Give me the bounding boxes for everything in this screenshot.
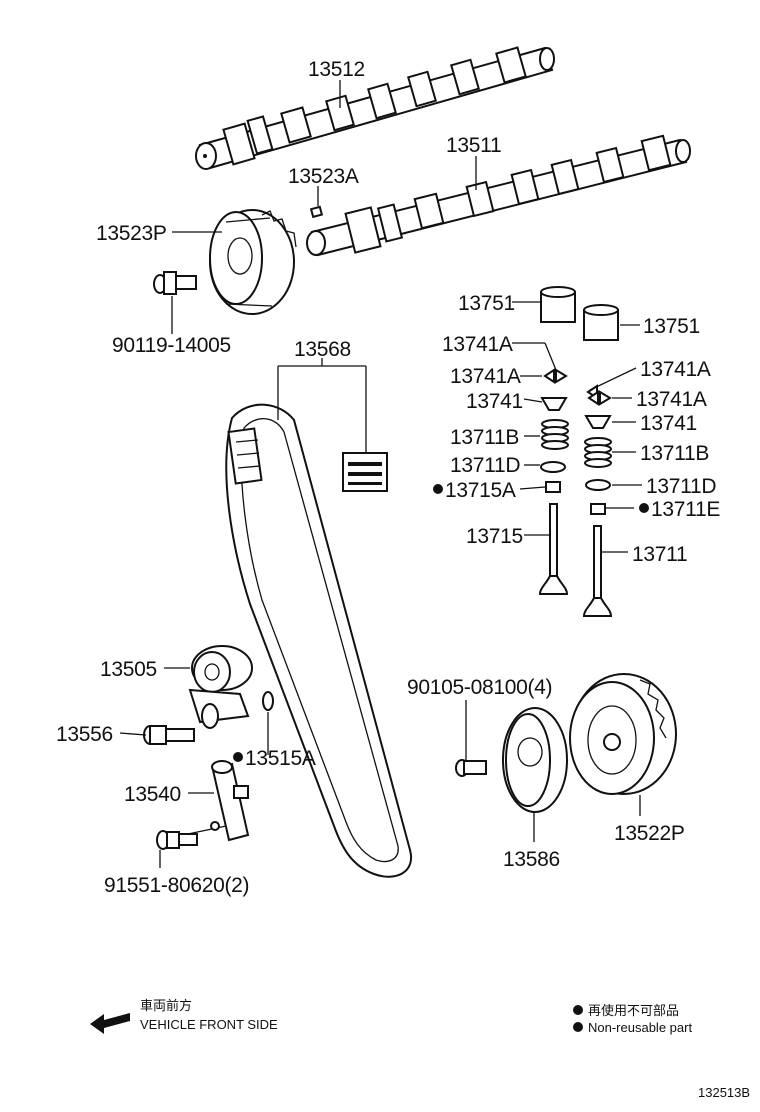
lock-a-left (543, 368, 568, 384)
valve-13711 (582, 525, 613, 617)
lifter-right (583, 304, 619, 341)
seat-right (585, 479, 611, 491)
label-13751-right: 13751 (643, 315, 700, 338)
valve-13715 (538, 503, 569, 595)
knock-pin-13523A (309, 205, 324, 219)
washer-13515A (262, 691, 274, 711)
direction-label-jp: 車両前方 (140, 998, 192, 1013)
bolt-90119-14005 (153, 271, 197, 295)
label-13523A: 13523A (288, 165, 359, 188)
label-13741-left: 13741 (466, 390, 523, 413)
label-13741-right: 13741 (640, 412, 697, 435)
non-reusable-dot-icon (433, 484, 443, 494)
seal-right (590, 503, 606, 515)
belt-tag (342, 452, 388, 492)
nonreusable-label-en: Non-reusable part (588, 1020, 692, 1035)
tensioner-pulley-13505 (188, 645, 253, 729)
seat-left (540, 461, 566, 473)
diagram-id: 132513B (698, 1085, 750, 1100)
label-13512: 13512 (308, 58, 365, 81)
label-13556: 13556 (56, 723, 113, 746)
label-13715: 13715 (466, 525, 523, 548)
label-13715A: 13715A (445, 479, 516, 502)
direction-label-en: VEHICLE FRONT SIDE (140, 1017, 278, 1032)
non-reusable-dot-icon (573, 1005, 583, 1015)
label-13711B-left: 13711B (450, 426, 519, 449)
label-13711: 13711 (632, 543, 687, 566)
spring-left (541, 419, 569, 450)
non-reusable-dot-icon (639, 503, 649, 513)
label-13741A-3: 13741A (640, 358, 711, 381)
nonreusable-label-jp: 再使用不可部品 (588, 1003, 679, 1018)
crank-gear-13522P (569, 673, 677, 795)
leader-lines (119, 80, 642, 868)
label-90105-08100: 90105-08100(4) (407, 676, 552, 699)
label-13522P: 13522P (614, 822, 685, 845)
label-91551-80620: 91551-80620(2) (104, 874, 249, 897)
camshaft-13511 (306, 134, 691, 257)
label-13741A-4: 13741A (636, 388, 707, 411)
non-reusable-legend: 再使用不可部品 Non-reusable part (573, 1003, 692, 1035)
label-13515A: 13515A (245, 747, 316, 770)
label-13711D-right: 13711D (646, 475, 716, 498)
label-13568: 13568 (294, 338, 351, 361)
retainer-left (540, 397, 568, 411)
label-13741A-2: 13741A (450, 365, 521, 388)
bolt-91551-80620 (156, 821, 220, 850)
seal-left (545, 481, 561, 493)
arrow-left-icon (90, 1013, 130, 1034)
label-90119-14005: 90119-14005 (112, 334, 231, 357)
label-13751-left: 13751 (458, 292, 515, 315)
retainer-right (584, 415, 612, 429)
crank-pulley-13586 (502, 707, 568, 813)
label-13711E: 13711E (651, 498, 720, 521)
lifter-left (540, 286, 576, 323)
timing-belt-13568 (225, 403, 413, 878)
bolt-13556 (143, 725, 195, 745)
label-13523P: 13523P (96, 222, 167, 245)
lock-a-right (587, 390, 612, 406)
label-13505: 13505 (100, 658, 157, 681)
cam-pulley-13523P (209, 209, 297, 315)
tensioner-13540 (187, 760, 250, 842)
non-reusable-dot-icon (233, 752, 243, 762)
non-reusable-dot-icon (573, 1022, 583, 1032)
label-13741A-1: 13741A (442, 333, 513, 356)
label-13711D-left: 13711D (450, 454, 520, 477)
spring-right (584, 437, 612, 468)
label-13540: 13540 (124, 783, 181, 806)
label-13711B-right: 13711B (640, 442, 709, 465)
camshaft-13512 (195, 46, 555, 170)
label-13586: 13586 (503, 848, 560, 871)
front-direction-legend: 車両前方 VEHICLE FRONT SIDE (90, 998, 278, 1034)
bolt-90105-08100 (455, 759, 487, 777)
label-13511: 13511 (446, 134, 501, 157)
